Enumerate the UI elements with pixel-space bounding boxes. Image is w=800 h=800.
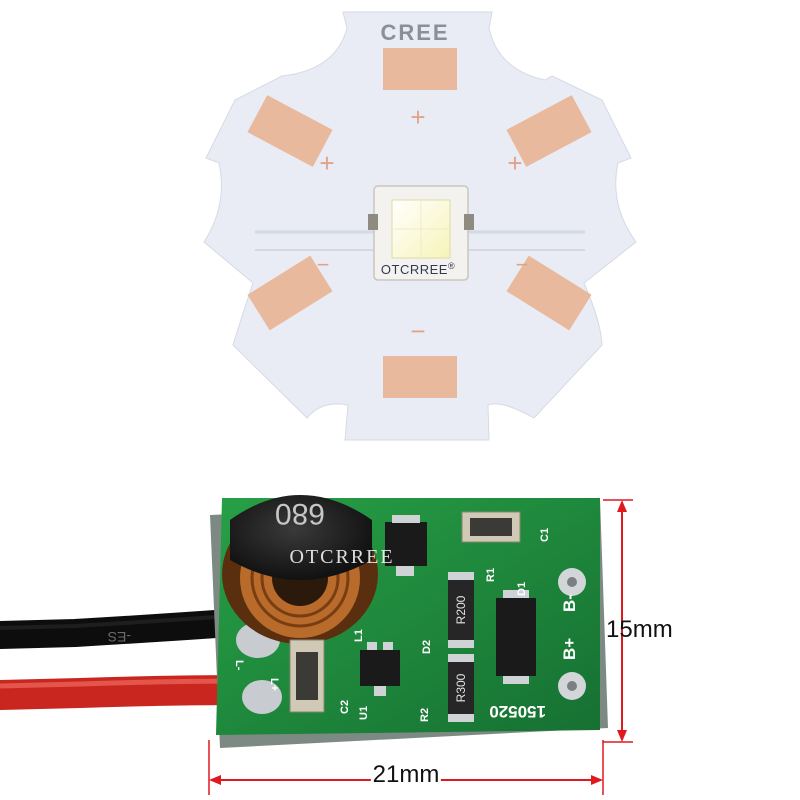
silk-u1: U1 [358, 706, 370, 720]
silk-l-minus: L- [233, 660, 245, 671]
copper-pad-bottom [383, 356, 457, 398]
led-emitter [368, 185, 474, 281]
silk-r1: R1 [485, 568, 497, 582]
copper-pad-bottom-left [247, 255, 333, 331]
driver-watermark: OTCRREE [289, 546, 394, 568]
copper-pad-top-left [247, 95, 333, 167]
polarity-mark-bottom-right: − [516, 252, 529, 277]
polarity-mark-top: + [410, 102, 425, 132]
silk-l-plus: L+ [268, 678, 280, 691]
inductor-marking: 680 [275, 497, 325, 530]
width-label: 21mm [373, 761, 440, 788]
diode-d1 [496, 598, 536, 676]
polarity-mark-bottom: − [410, 316, 425, 346]
resistor-r200 [448, 578, 474, 640]
polarity-mark-bottom-left: − [317, 252, 330, 277]
dimension-height: 15mm [603, 499, 673, 743]
resistor-r200-label: R200 [454, 595, 468, 624]
wire-marking: -ES [108, 629, 131, 645]
copper-pad-top [383, 48, 457, 90]
brand-label: CREE [380, 20, 449, 45]
silk-d2: D2 [421, 640, 433, 654]
silk-d1: D1 [516, 582, 528, 596]
inductor: 680 [222, 495, 378, 644]
resistor-r300-label: R300 [454, 673, 468, 702]
chip-top [385, 522, 427, 566]
driver-board: -ES L- L+ 680 C1 [0, 495, 608, 748]
led-star-board: CREE + + + − − − OTCRREE® [203, 11, 637, 441]
silk-date-code: 150520 [489, 702, 546, 721]
polarity-mark-right: + [507, 148, 522, 178]
resistor-r300 [448, 660, 474, 714]
height-label: 15mm [606, 616, 673, 643]
polarity-mark-left: + [319, 148, 334, 178]
copper-pad-top-right [506, 95, 592, 167]
chip-u1 [360, 650, 400, 686]
silk-l1: L1 [353, 629, 365, 642]
silk-c2: C2 [339, 700, 351, 714]
silk-c1: C1 [539, 528, 551, 542]
copper-pad-bottom-right [506, 255, 592, 331]
dimension-width: 21mm [208, 740, 604, 795]
silk-b-minus: B- [560, 594, 579, 612]
silk-b-plus: B+ [560, 638, 579, 660]
led-watermark: OTCRREE® [381, 261, 455, 277]
silk-r2: R2 [419, 708, 431, 722]
